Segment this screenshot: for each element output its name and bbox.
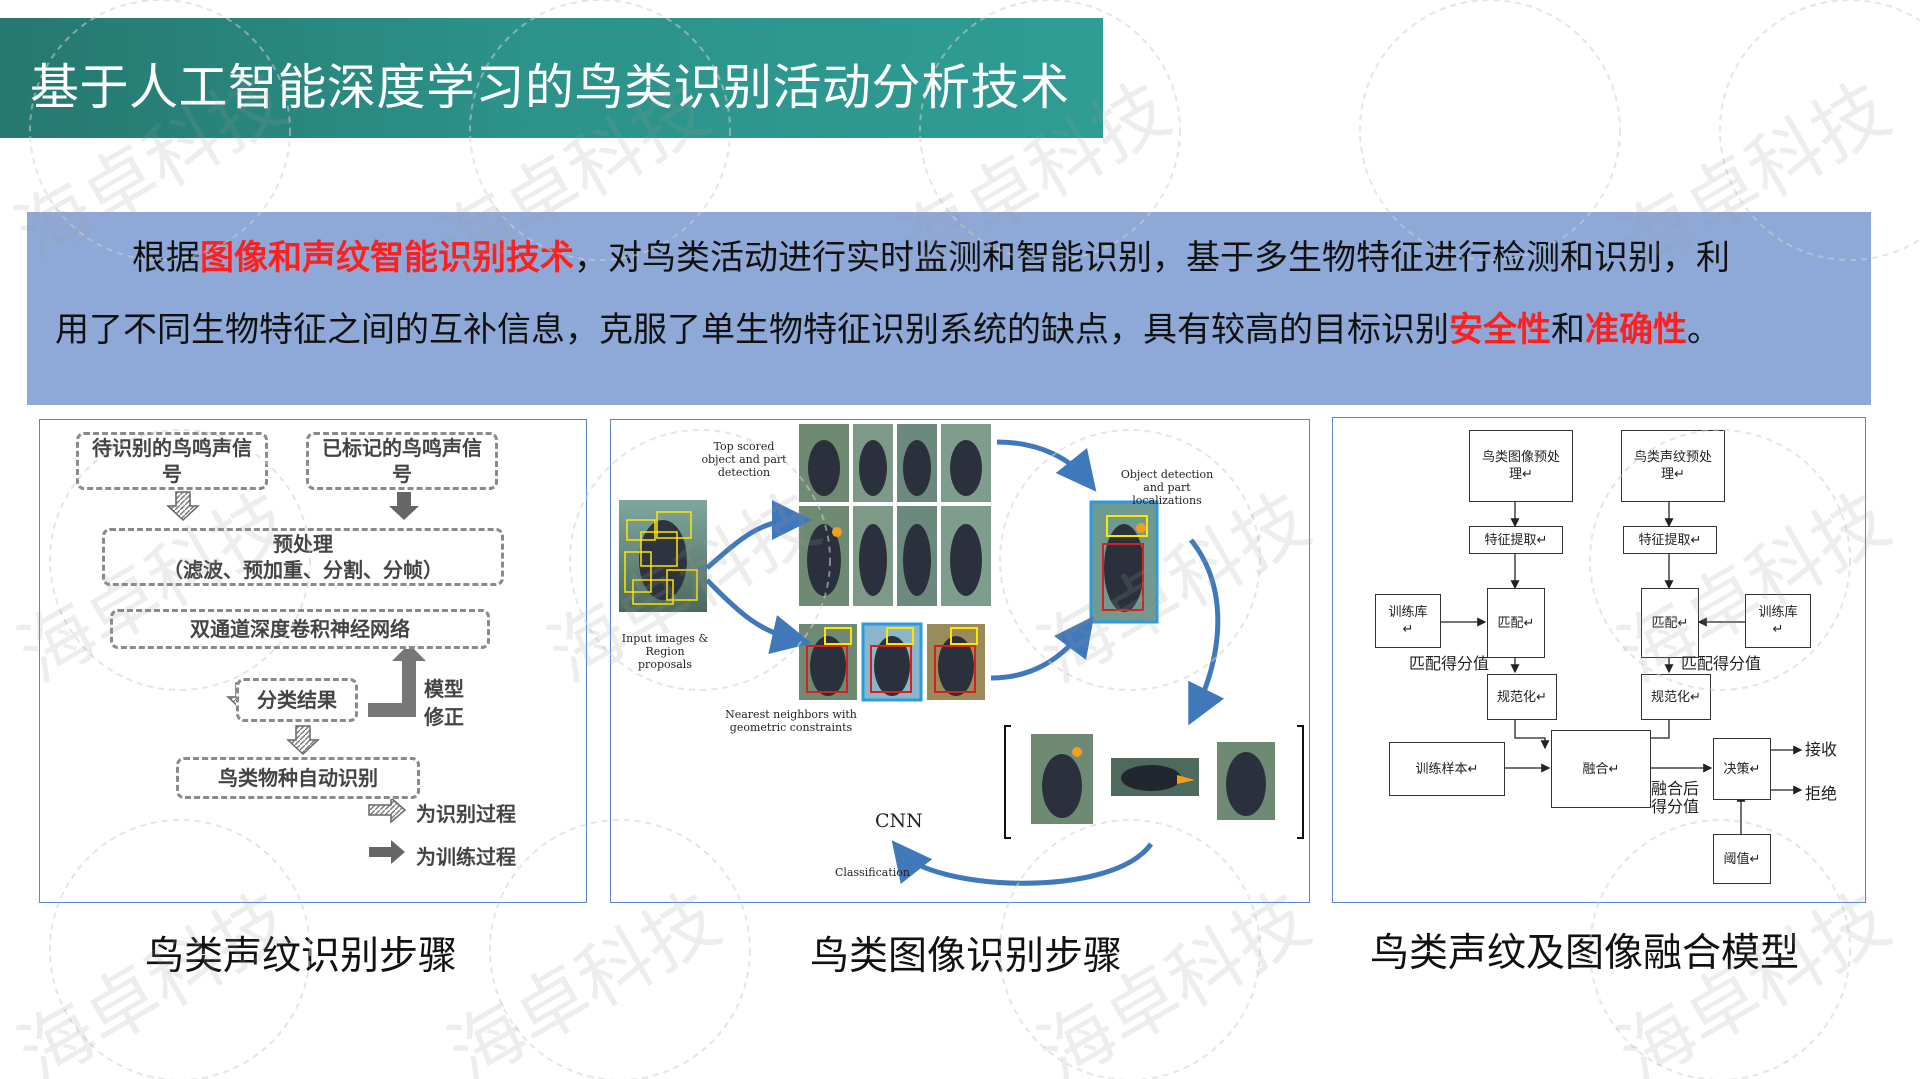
fusion-voice-preprocess: 鸟类声纹预处理↵ <box>1621 430 1725 502</box>
fusion-accept: 接收 <box>1805 740 1838 759</box>
image-steps-panel: Top scored object and part detection Inp… <box>610 419 1310 903</box>
summary-text: 用了不同生物特征之间的互补信息，克服了单生物特征识别系统的缺点，具有较高的目标识… <box>55 310 1449 350</box>
summary-text: 和 <box>1551 310 1585 350</box>
label-classification: Classification <box>835 866 911 879</box>
fusion-img-preprocess: 鸟类图像预处理↵ <box>1469 430 1573 502</box>
nearest-neighbor-crops <box>799 622 985 702</box>
voice-box-cnn: 双通道深度卷积神经网络 <box>110 609 490 649</box>
summary-line-2: 用了不同生物特征之间的互补信息，克服了单生物特征识别系统的缺点，具有较高的目标识… <box>55 294 1721 366</box>
top-scored-crops <box>799 424 991 606</box>
voice-preprocess-steps: （滤波、预加重、分割、分帧） <box>163 558 443 582</box>
fusion-train-samples: 训练样本↵ <box>1389 742 1505 796</box>
voice-flow-arrows <box>166 491 426 864</box>
voice-box-species: 鸟类物种自动识别 <box>176 757 420 799</box>
summary-highlight-tech: 图像和声纹智能识别技术 <box>200 238 574 278</box>
fusion-feature-right: 特征提取↵ <box>1623 526 1717 554</box>
fusion-feature-left: 特征提取↵ <box>1469 526 1563 554</box>
fusion-decision: 决策↵ <box>1713 738 1771 800</box>
summary-highlight-accuracy: 准确性 <box>1585 310 1687 350</box>
summary-highlight-security: 安全性 <box>1449 310 1551 350</box>
fusion-match-right: 匹配↵ <box>1641 588 1699 658</box>
fusion-fused-score-text: 融合后得分值 <box>1651 779 1700 816</box>
voice-box-preprocess: 预处理 （滤波、预加重、分割、分帧） <box>102 528 504 586</box>
summary-text: 根据 <box>132 238 200 278</box>
image-caption: 鸟类图像识别步骤 <box>810 934 1123 979</box>
voice-caption: 鸟类声纹识别步骤 <box>145 934 458 979</box>
label-nearest-neighbors: Nearest neighbors with geometric constra… <box>725 708 857 734</box>
summary-text: 。 <box>1687 310 1721 350</box>
fusion-model-panel: 鸟类图像预处理↵ 鸟类声纹预处理↵ 特征提取↵ 特征提取↵ 训练库↵ 训练库↵ … <box>1332 417 1866 903</box>
voice-model-fix-2: 修正 <box>424 705 464 729</box>
fusion-reject: 拒绝 <box>1805 784 1838 803</box>
page-title: 基于人工智能深度学习的鸟类识别活动分析技术 <box>30 59 1070 116</box>
fusion-caption: 鸟类声纹及图像融合模型 <box>1370 931 1800 976</box>
voice-legend-train: 为训练过程 <box>416 845 516 869</box>
watermark-text: 海卓科技 <box>434 876 733 1079</box>
label-top-scored: Top scored object and part detection <box>701 440 787 479</box>
fusion-fused-score: 融合后得分值 <box>1651 780 1711 816</box>
fusion-threshold: 阈值↵ <box>1713 834 1771 884</box>
label-object-detection: Object detection and part localizations <box>1120 468 1214 507</box>
voice-model-fix-1: 模型 <box>424 677 464 701</box>
voice-box-labeled: 已标记的鸟鸣声信号 <box>306 432 498 490</box>
voice-box-to-identify: 待识别的鸟鸣声信号 <box>76 432 268 490</box>
fusion-score-left: 匹配得分值 <box>1409 654 1490 673</box>
fusion-fusion-box: 融合↵ <box>1551 730 1651 808</box>
fusion-score-right: 匹配得分值 <box>1681 654 1762 673</box>
voice-steps-panel: 待识别的鸟鸣声信号 已标记的鸟鸣声信号 预处理 （滤波、预加重、分割、分帧） 双… <box>39 419 587 903</box>
fusion-train-lib-left: 训练库↵ <box>1375 594 1441 648</box>
fusion-normalize-right: 规范化↵ <box>1641 674 1711 720</box>
fusion-train-lib-right: 训练库↵ <box>1745 594 1811 648</box>
label-cnn: CNN <box>875 810 923 832</box>
fusion-match-left: 匹配↵ <box>1487 588 1545 658</box>
summary-text: ，对鸟类活动进行实时监测和智能识别，基于多生物特征进行检测和识别，利 <box>574 238 1730 278</box>
summary-line-1: 根据图像和声纹智能识别技术，对鸟类活动进行实时监测和智能识别，基于多生物特征进行… <box>132 222 1730 294</box>
voice-box-result: 分类结果 <box>236 678 358 722</box>
label-input-images: Input images & Region proposals <box>621 632 709 671</box>
voice-preprocess-title: 预处理 <box>273 532 333 556</box>
summary-box: 根据图像和声纹智能识别技术，对鸟类活动进行实时监测和智能识别，基于多生物特征进行… <box>27 212 1871 405</box>
voice-legend-identify: 为识别过程 <box>416 802 516 826</box>
fusion-normalize-left: 规范化↵ <box>1487 674 1557 720</box>
